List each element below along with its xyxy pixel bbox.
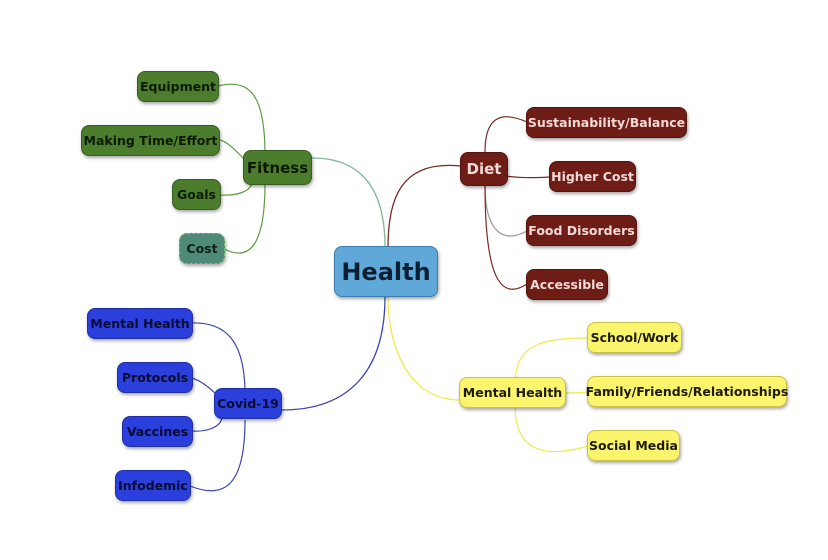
link-root-diet bbox=[387, 164, 461, 248]
covid-child-vaccines[interactable]: Vaccines bbox=[122, 416, 193, 447]
link-mh-family bbox=[565, 391, 589, 394]
mh-child-social-media[interactable]: Social Media bbox=[587, 430, 680, 461]
fitness-child-equipment[interactable]: Equipment bbox=[137, 71, 219, 102]
fitness-child-making-time[interactable]: Making Time/Effort bbox=[81, 125, 220, 156]
link-diet-accessible bbox=[484, 184, 528, 290]
link-covid-infodemic bbox=[189, 419, 246, 492]
covid-child-infodemic[interactable]: Infodemic bbox=[115, 470, 191, 501]
link-diet-food-disorders bbox=[484, 184, 528, 237]
fitness-child-cost[interactable]: Cost bbox=[179, 233, 225, 264]
branch-node-mental-health[interactable]: Mental Health bbox=[459, 377, 566, 408]
link-fitness-equipment bbox=[217, 83, 266, 156]
link-root-covid bbox=[281, 296, 386, 411]
link-fitness-cost bbox=[223, 182, 266, 254]
diet-child-higher-cost[interactable]: Higher Cost bbox=[549, 161, 636, 192]
covid-child-protocols[interactable]: Protocols bbox=[117, 362, 193, 393]
covid-child-mental-health[interactable]: Mental Health bbox=[87, 308, 193, 339]
link-fitness-making-time bbox=[219, 139, 246, 161]
mh-child-school-work[interactable]: School/Work bbox=[587, 322, 682, 353]
link-root-fitness bbox=[311, 157, 386, 248]
link-covid-vaccines bbox=[191, 417, 223, 432]
diet-child-sustainability[interactable]: Sustainability/Balance bbox=[526, 107, 687, 138]
link-diet-sustainability bbox=[484, 116, 528, 153]
diet-child-accessible[interactable]: Accessible bbox=[526, 269, 608, 300]
branch-node-fitness[interactable]: Fitness bbox=[243, 150, 312, 185]
link-diet-higher-cost bbox=[504, 175, 551, 179]
diet-child-food-disorders[interactable]: Food Disorders bbox=[526, 215, 637, 246]
link-covid-protocols bbox=[191, 377, 218, 396]
fitness-child-goals[interactable]: Goals bbox=[172, 179, 221, 210]
link-mh-school bbox=[514, 337, 589, 386]
link-fitness-goals bbox=[219, 182, 253, 196]
mh-child-family-friends[interactable]: Family/Friends/Relationships bbox=[586, 376, 788, 407]
link-covid-mental bbox=[191, 322, 246, 395]
link-mh-social bbox=[514, 405, 589, 453]
link-root-mental-health bbox=[387, 296, 461, 401]
branch-node-diet[interactable]: Diet bbox=[460, 152, 508, 186]
branch-node-covid-19[interactable]: Covid-19 bbox=[214, 388, 282, 419]
root-node-health[interactable]: Health bbox=[334, 246, 438, 297]
